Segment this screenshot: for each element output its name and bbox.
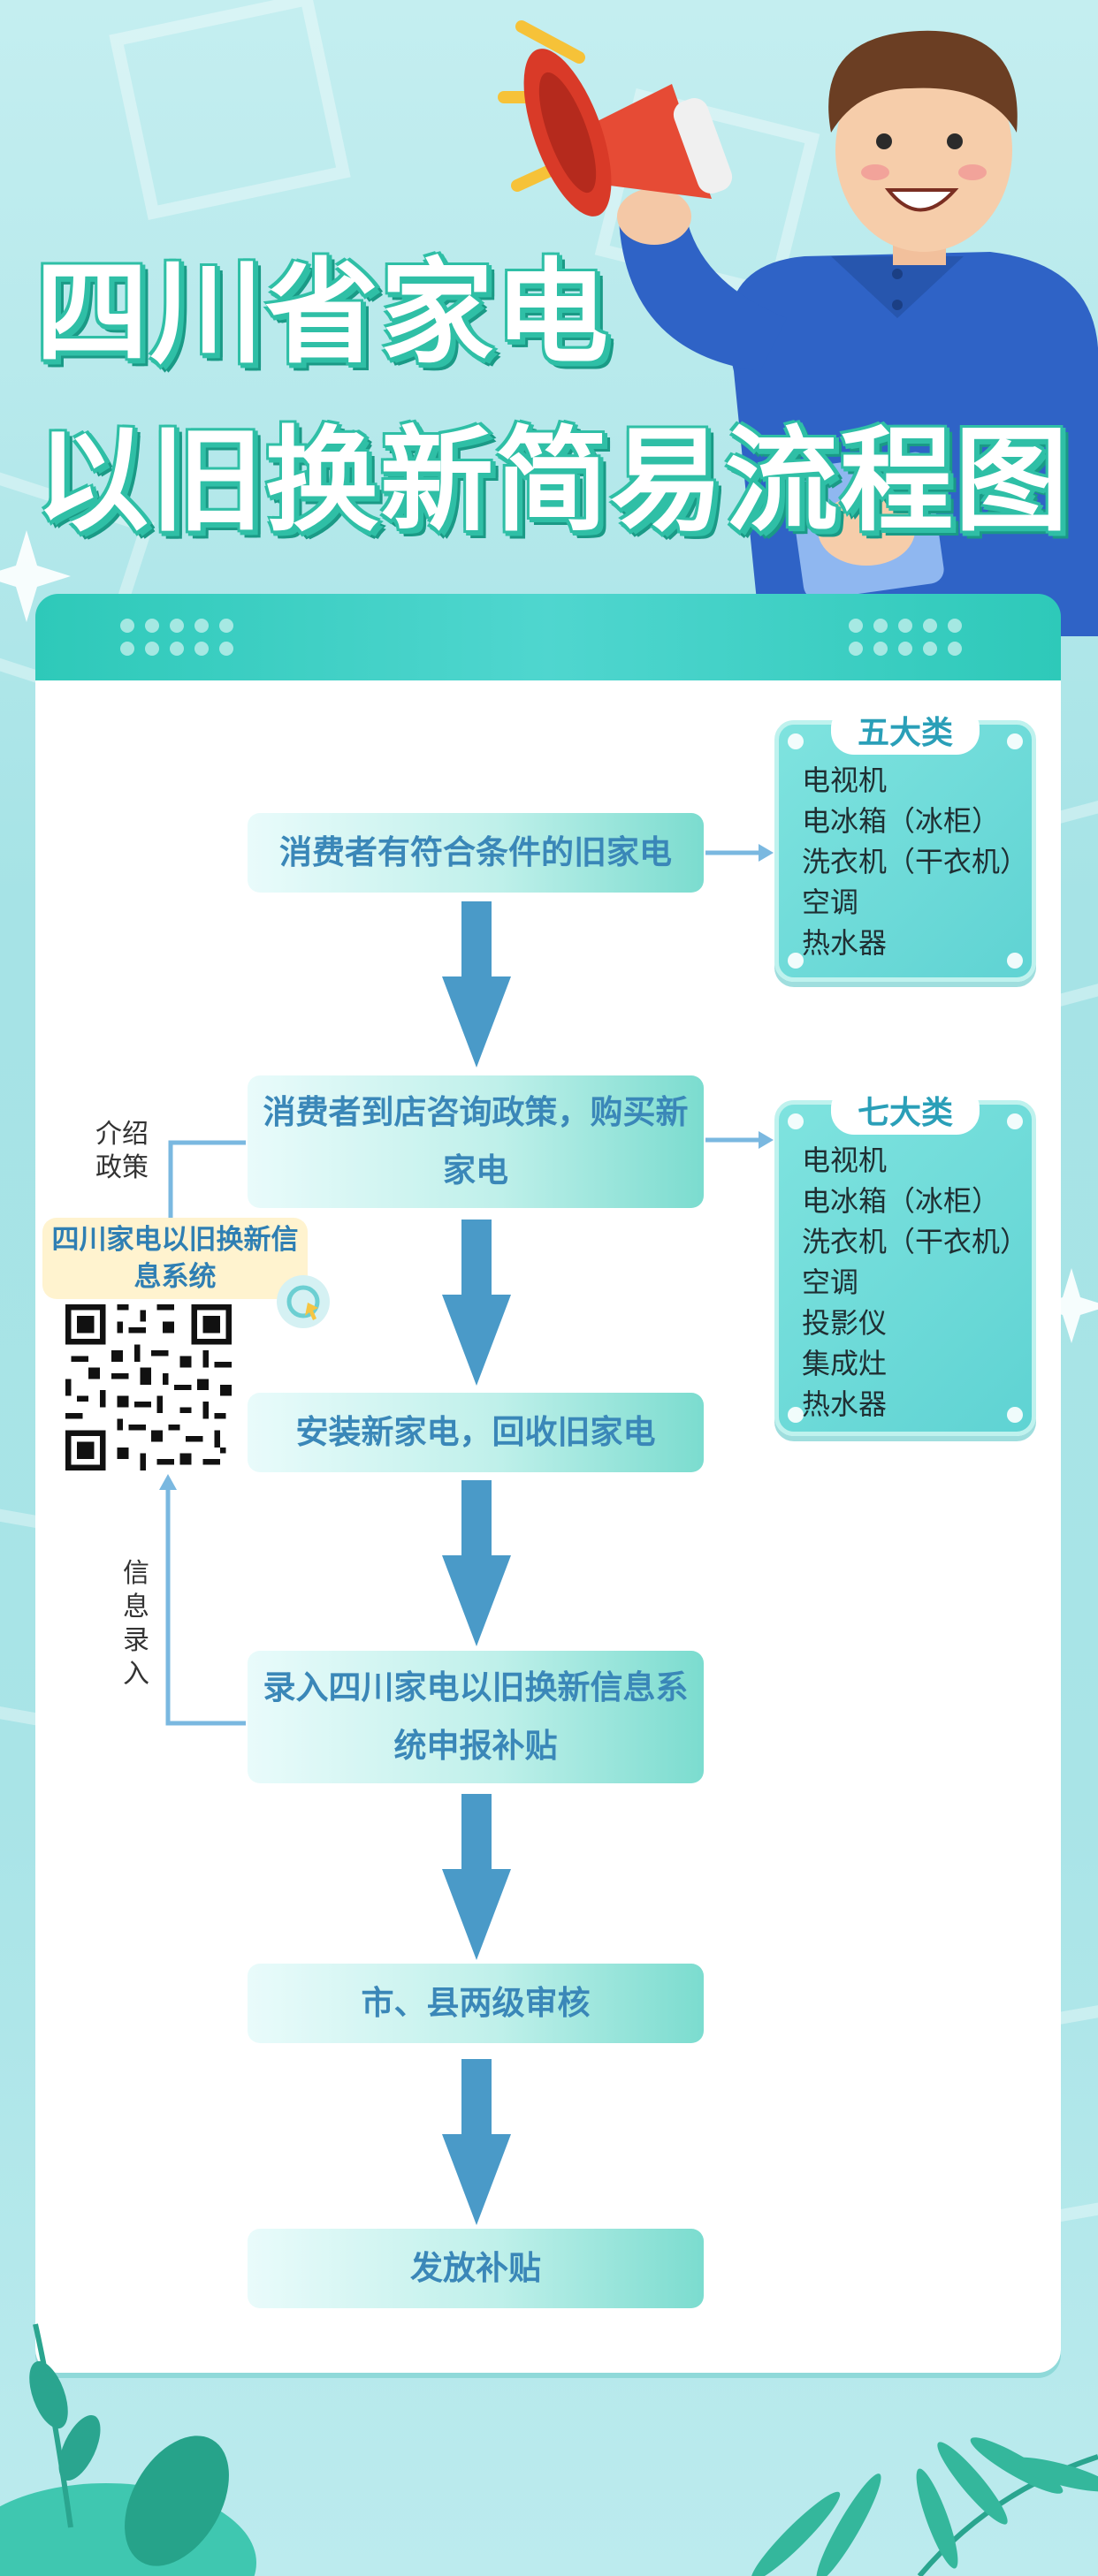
category-item: 电冰箱（冰柜） (802, 804, 1001, 838)
category-item: 投影仪 (802, 1306, 888, 1340)
five-categories-title: 五大类 (830, 705, 980, 755)
category-item: 电冰箱（冰柜） (802, 1184, 1001, 1218)
card-header (35, 594, 1061, 680)
seven-categories-list: 电视机 电冰箱（冰柜） 洗衣机（干衣机） 空调 投影仪 集成灶 热水器 (802, 1140, 1028, 1425)
down-arrow (442, 1480, 511, 1646)
step-issue-subsidy: 发放补贴 (248, 2229, 704, 2308)
step-old-appliance: 消费者有符合条件的旧家电 (248, 813, 704, 893)
category-item: 热水器 (802, 926, 888, 960)
step-install-recycle: 安装新家电，回收旧家电 (248, 1393, 704, 1472)
category-item: 洗衣机（干衣机） (802, 1225, 1029, 1258)
seven-categories-title: 七大类 (830, 1085, 980, 1135)
down-arrow (442, 2059, 511, 2225)
step-consult-buy: 消费者到店咨询政策，购买新家电 (248, 1075, 704, 1208)
five-categories-panel: 五大类 电视机 电冰箱（冰柜） 洗衣机（干衣机） 空调 热水器 (774, 705, 1036, 982)
category-item: 洗衣机（干衣机） (802, 845, 1029, 878)
seven-categories-panel: 七大类 电视机 电冰箱（冰柜） 洗衣机（干衣机） 空调 投影仪 集成灶 热水器 (774, 1085, 1036, 1436)
introduce-policy-connector (168, 1140, 246, 1235)
category-item: 空调 (802, 1265, 859, 1299)
category-item: 空调 (802, 885, 859, 919)
qr-code[interactable] (65, 1304, 232, 1470)
info-system-title: 四川家电以旧换新信息系统 (42, 1218, 308, 1299)
step-review: 市、县两级审核 (248, 1964, 704, 2043)
category-item: 电视机 (802, 1144, 888, 1177)
plant-decoration (0, 2323, 1098, 2576)
step-submit-subsidy: 录入四川家电以旧换新信息系统申报补贴 (248, 1651, 704, 1783)
title-line-1: 四川省家电 (35, 247, 611, 379)
info-entry-label: 信息录入 (123, 1558, 149, 1690)
category-item: 热水器 (802, 1387, 888, 1421)
introduce-policy-label: 介绍政策 (95, 1119, 149, 1183)
five-categories-list: 电视机 电冰箱（冰柜） 洗衣机（干衣机） 空调 热水器 (802, 760, 1028, 963)
spokesperson-illustration (498, 20, 1098, 636)
title-line-2: 以旧换新简易流程图 (35, 415, 1071, 547)
down-arrow (442, 1220, 511, 1386)
category-item: 电视机 (802, 764, 888, 797)
info-entry-connector (165, 1485, 246, 1726)
category-item: 集成灶 (802, 1347, 888, 1380)
tap-hand-icon (277, 1275, 330, 1328)
down-arrow (442, 901, 511, 1068)
down-arrow (442, 1794, 511, 1960)
